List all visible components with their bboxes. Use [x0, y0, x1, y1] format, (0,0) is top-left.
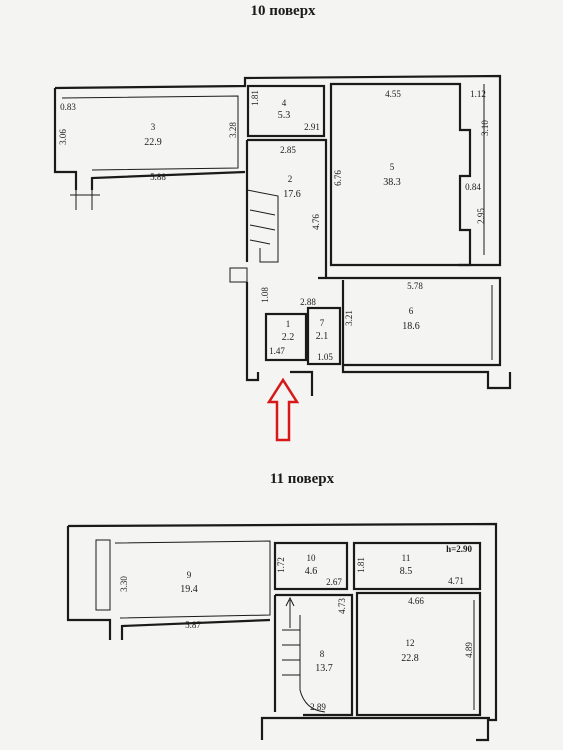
floor-10-plan [53, 74, 512, 396]
dim-label: 5.88 [150, 172, 166, 182]
dim-label: 2.85 [280, 145, 296, 155]
room-3-area: 22.9 [144, 137, 162, 148]
dim-label: 3.10 [480, 120, 490, 136]
dim-label: 3.28 [228, 122, 238, 138]
dim-label: 1.81 [356, 557, 366, 573]
room-1-num: 1 [286, 319, 291, 329]
room-8-num: 8 [320, 649, 325, 659]
room-10-area: 4.6 [305, 566, 318, 577]
room-5-area: 38.3 [383, 177, 401, 188]
room-2-num: 2 [288, 174, 293, 184]
dim-label: 4.71 [448, 576, 464, 586]
room-10-num: 10 [307, 553, 317, 563]
room-11-area: 8.5 [400, 566, 413, 577]
room-2-area: 17.6 [283, 189, 301, 200]
floor-10-dimensions: 0.83 3.06 3.28 5.88 1.81 2.91 2.85 4.55 … [58, 89, 490, 362]
dim-label: 2.67 [326, 577, 342, 587]
floor-10-title: 10 поверх [250, 3, 316, 19]
room-9-num: 9 [187, 570, 192, 580]
dim-label: 3.06 [58, 129, 68, 145]
dim-label: 4.73 [337, 598, 347, 614]
room-8-area: 13.7 [315, 663, 333, 674]
dim-label: 2.95 [476, 208, 486, 224]
room-12-area: 22.8 [401, 653, 419, 664]
dim-label: 4.76 [311, 214, 321, 230]
dim-label: 1.81 [250, 90, 260, 106]
dim-label: 4.89 [464, 642, 474, 658]
dim-label: 2.89 [310, 702, 326, 712]
dim-label: 1.05 [317, 352, 333, 362]
dim-label: 5.78 [407, 281, 423, 291]
dim-label: 4.66 [408, 596, 424, 606]
ceiling-height: h=2.90 [446, 544, 472, 554]
dim-label: 1.47 [269, 346, 285, 356]
floor-11-dimensions: 3.30 5.87 1.72 2.67 1.81 4.71 4.66 4.73 … [119, 557, 474, 712]
room-7-area: 2.1 [316, 331, 329, 342]
room-5-num: 5 [390, 162, 395, 172]
room-6-area: 18.6 [402, 321, 420, 332]
room-7-num: 7 [320, 318, 325, 328]
dim-label: 0.84 [465, 182, 481, 192]
dim-label: 3.21 [344, 310, 354, 326]
room-12-num: 12 [406, 638, 415, 648]
dim-label: 1.12 [470, 89, 486, 99]
room-4-area: 5.3 [278, 110, 291, 121]
dim-label: 1.72 [276, 557, 286, 573]
floor-11-plan [66, 522, 498, 742]
dim-label: 0.83 [60, 102, 76, 112]
room-1-area: 2.2 [282, 332, 295, 343]
dim-label: 4.55 [385, 89, 401, 99]
floor-11-rooms: 9 19.4 10 4.6 11 8.5 8 13.7 12 22.8 h=2.… [180, 544, 472, 674]
dim-label: 2.88 [300, 297, 316, 307]
room-6-num: 6 [409, 306, 414, 316]
entrance-arrow-icon [266, 377, 300, 442]
room-9-area: 19.4 [180, 584, 198, 595]
dim-label: 2.91 [304, 122, 320, 132]
room-3-num: 3 [151, 122, 156, 132]
dim-label: 6.76 [333, 170, 343, 186]
room-4-num: 4 [282, 98, 287, 108]
room-11-num: 11 [402, 553, 411, 563]
dim-label: 5.87 [185, 620, 201, 630]
dim-label: 3.30 [119, 576, 129, 592]
dim-label: 1.08 [260, 287, 270, 303]
floor-11-title: 11 поверх [270, 471, 335, 487]
floor-10-rooms: 3 22.9 4 5.3 2 17.6 5 38.3 6 18.6 1 2.2 … [144, 98, 420, 343]
